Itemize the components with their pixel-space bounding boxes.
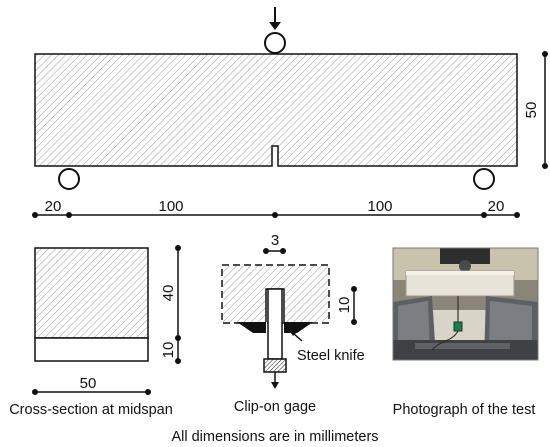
steel-knife-label: Steel knife: [297, 348, 365, 364]
cross-section: 40 10 50 Cross-section at midspan: [9, 245, 181, 418]
clip-on-gage-stem: [267, 288, 283, 360]
span-label-overhang-right: 20: [488, 198, 505, 215]
cross-section-width-dimension: 50: [32, 375, 151, 395]
notch-detail-hatched: [223, 266, 328, 322]
beam-depth-label: 50: [523, 102, 540, 119]
support-roller-right: [473, 168, 495, 190]
support-roller-left: [58, 168, 80, 190]
cross-section-height-lower: 10: [160, 342, 177, 359]
loading-roller: [264, 32, 286, 54]
cross-section-caption: Cross-section at midspan: [9, 402, 173, 418]
span-dimension-line: 20 100 100 20: [32, 198, 520, 218]
steel-knife-right: [284, 322, 313, 333]
beam-depth-dimension: 50: [523, 51, 548, 169]
clip-on-gage-label: Clip-on gage: [234, 399, 316, 415]
cross-section-width-label: 50: [80, 375, 97, 392]
notch-depth-dimension: 10: [336, 286, 357, 325]
load-arrow: [269, 7, 281, 30]
clip-on-gage-body: [263, 358, 287, 373]
notch-detail: 3 10 Steel knife Clip-on gage: [221, 232, 365, 415]
cross-section-height-dimension: 40 10: [160, 245, 181, 364]
steel-knife-left: [237, 322, 266, 333]
beam-elevation: 50 20 100 100 20: [32, 7, 548, 218]
test-photograph: Photograph of the test: [392, 247, 539, 418]
notch-depth-label: 10: [336, 297, 353, 314]
notch-width-dimension: 3: [263, 232, 286, 254]
cross-section-notch-zone: [34, 337, 149, 362]
steel-knife-pointer: [289, 330, 303, 342]
span-label-overhang-left: 20: [45, 198, 62, 215]
photograph-caption: Photograph of the test: [393, 402, 536, 418]
units-note: All dimensions are in millimeters: [171, 429, 378, 445]
beam-body: [34, 53, 518, 167]
span-label-left: 100: [158, 198, 183, 215]
cross-section-hatched: [34, 247, 149, 339]
span-label-right: 100: [367, 198, 392, 215]
cross-section-height-upper: 40: [160, 285, 177, 302]
notch-width-label: 3: [271, 232, 279, 249]
